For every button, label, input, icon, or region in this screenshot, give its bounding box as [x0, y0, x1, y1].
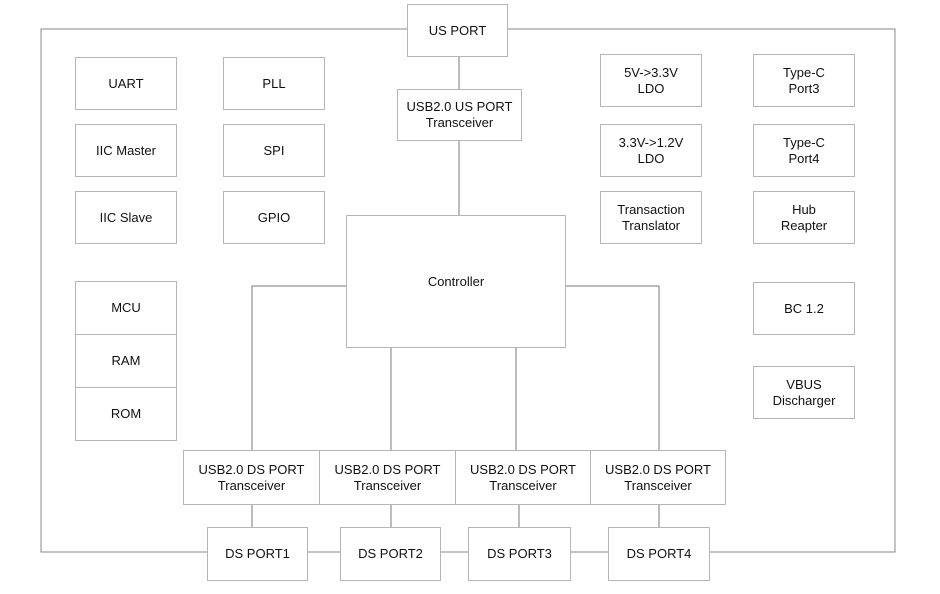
- iic-slave-block: IIC Slave: [75, 191, 177, 244]
- uart-block: UART: [75, 57, 177, 110]
- ds-port2-block: DS PORT2: [340, 527, 441, 581]
- ldo-5v-block: 5V->3.3V LDO: [600, 54, 702, 107]
- controller-ds4-link: [566, 285, 660, 450]
- ds-port1-block: DS PORT1: [207, 527, 308, 581]
- us-transceiver-block: USB2.0 US PORT Transceiver: [397, 89, 522, 141]
- ds-transceiver-4-block: USB2.0 DS PORT Transceiver: [590, 450, 726, 505]
- controller-block: Controller: [346, 215, 566, 348]
- ds-transceiver-2-block: USB2.0 DS PORT Transceiver: [319, 450, 456, 505]
- pll-block: PLL: [223, 57, 325, 110]
- ds-port3-block: DS PORT3: [468, 527, 571, 581]
- rom-block: ROM: [75, 387, 177, 441]
- us-port-block: US PORT: [407, 4, 508, 57]
- ram-block: RAM: [75, 334, 177, 388]
- gpio-block: GPIO: [223, 191, 325, 244]
- spi-block: SPI: [223, 124, 325, 177]
- iic-master-block: IIC Master: [75, 124, 177, 177]
- transaction-translator-block: Transaction Translator: [600, 191, 702, 244]
- hub-repeater-block: Hub Reapter: [753, 191, 855, 244]
- bc12-block: BC 1.2: [753, 282, 855, 335]
- mcu-block: MCU: [75, 281, 177, 335]
- vbus-discharger-block: VBUS Discharger: [753, 366, 855, 419]
- ds-port4-block: DS PORT4: [608, 527, 710, 581]
- ldo-3v3-block: 3.3V->1.2V LDO: [600, 124, 702, 177]
- ds-transceiver-3-block: USB2.0 DS PORT Transceiver: [455, 450, 591, 505]
- controller-ds1-link: [251, 285, 346, 450]
- type-c-port4-block: Type-C Port4: [753, 124, 855, 177]
- chip-outline: [40, 28, 407, 553]
- type-c-port3-block: Type-C Port3: [753, 54, 855, 107]
- ds-transceiver-1-block: USB2.0 DS PORT Transceiver: [183, 450, 320, 505]
